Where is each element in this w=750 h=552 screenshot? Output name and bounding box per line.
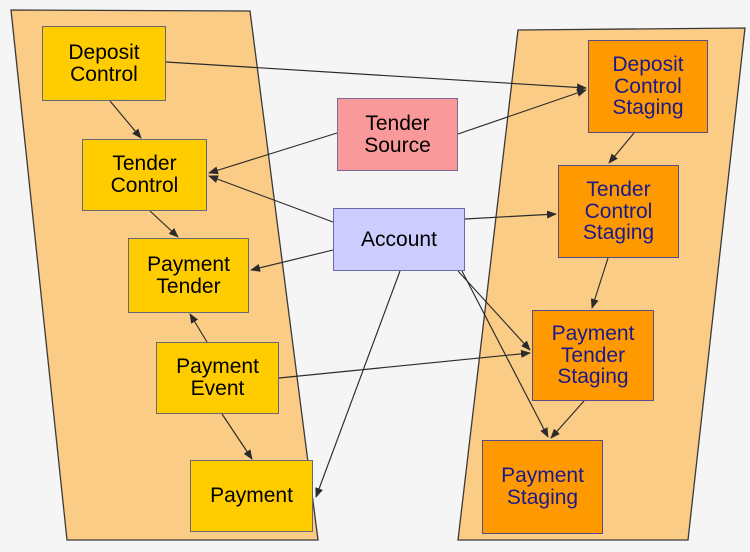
node-account[interactable]: Account: [333, 208, 465, 271]
node-label-tender-control: Tender Control: [110, 152, 179, 197]
edge-account-to-payment: [315, 270, 401, 498]
node-tender-control[interactable]: Tender Control: [82, 139, 207, 211]
node-label-tender-control-staging: Tender Control Staging: [582, 177, 655, 245]
edge-account-to-tender-control-staging: [464, 210, 557, 220]
staging-group: [457, 27, 746, 541]
node-payment-tender-staging[interactable]: Payment Tender Staging: [532, 310, 654, 401]
edge-deposit-control-to-tender-control: [109, 100, 142, 139]
edge-deposit-control-staging-to-tender-control-staging: [608, 132, 635, 164]
node-payment[interactable]: Payment: [190, 460, 313, 532]
edge-account-to-payment-tender: [250, 249, 334, 272]
node-payment-event[interactable]: Payment Event: [156, 342, 279, 414]
node-label-account: Account: [361, 227, 437, 251]
edge-payment-event-to-payment-tender: [189, 313, 208, 343]
node-deposit-control[interactable]: Deposit Control: [42, 26, 166, 101]
node-label-payment: Payment: [210, 484, 293, 508]
node-payment-tender[interactable]: Payment Tender: [128, 238, 249, 313]
node-label-payment-tender-staging: Payment Tender Staging: [551, 321, 635, 389]
edge-account-to-payment-tender-staging: [457, 270, 531, 351]
node-label-tender-source: Tender Source: [364, 111, 431, 157]
edge-account-to-payment-staging: [461, 270, 549, 438]
node-deposit-control-staging[interactable]: Deposit Control Staging: [588, 40, 708, 133]
edge-tender-control-staging-to-payment-tender-staging: [590, 257, 609, 309]
edge-payment-event-to-payment: [221, 413, 253, 460]
edge-payment-event-to-payment-tender-staging: [278, 349, 531, 379]
node-label-payment-staging: Payment Staging: [501, 464, 584, 509]
node-label-payment-event: Payment Event: [176, 355, 259, 400]
edge-deposit-control-to-deposit-control-staging: [165, 61, 587, 92]
node-label-deposit-control: Deposit Control: [68, 40, 140, 86]
edge-payment-tender-staging-to-payment-staging: [550, 400, 585, 439]
node-tender-source[interactable]: Tender Source: [337, 98, 458, 171]
node-label-deposit-control-staging: Deposit Control Staging: [612, 52, 684, 120]
node-label-payment-tender: Payment Tender: [147, 252, 230, 298]
edge-tender-source-to-tender-control: [208, 132, 338, 175]
edge-connectors: [109, 61, 635, 498]
node-payment-staging[interactable]: Payment Staging: [482, 440, 603, 534]
edge-tender-control-to-payment-tender: [149, 210, 179, 238]
edge-tender-source-to-deposit-control-staging: [457, 89, 587, 135]
edge-account-to-tender-control: [208, 175, 334, 223]
node-tender-control-staging[interactable]: Tender Control Staging: [558, 165, 679, 258]
